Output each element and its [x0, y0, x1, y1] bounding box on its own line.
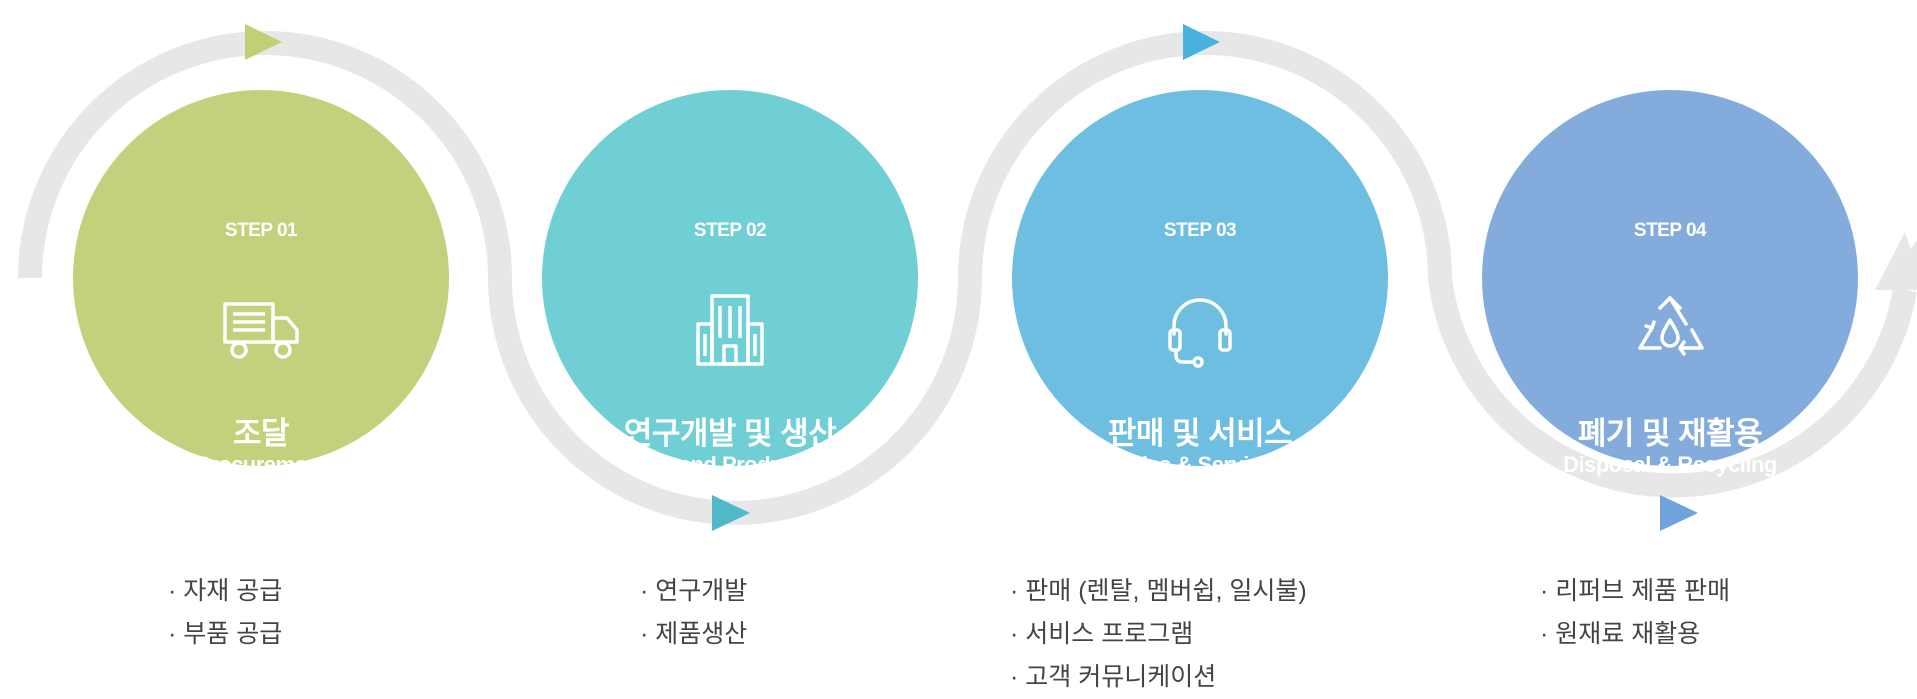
list-item: 리퍼브 제품 판매 — [1540, 570, 1730, 613]
list-item: 원재료 재활용 — [1540, 613, 1730, 656]
step-1-items: 자재 공급 부품 공급 — [168, 570, 282, 656]
step-2-circle: STEP 02 연구개발 및 생산 R&D and Production — [542, 90, 918, 477]
step-3-items: 판매 (렌탈, 멤버쉽, 일시불) 서비스 프로그램 고객 커뮤니케이션 — [1010, 570, 1307, 699]
list-item: 제품생산 — [640, 613, 747, 656]
truck-icon — [223, 302, 299, 359]
step-2-title-en: R&D and Production — [626, 452, 834, 477]
list-item: 자재 공급 — [168, 570, 282, 613]
list-item: 서비스 프로그램 — [1010, 613, 1307, 656]
flow-track-path — [18, 31, 1917, 525]
step-4-items: 리퍼브 제품 판매 원재료 재활용 — [1540, 570, 1730, 656]
list-item: 판매 (렌탈, 멤버쉽, 일시불) — [1010, 570, 1306, 613]
building-icon — [696, 294, 764, 366]
direction-arrow-3-icon — [1183, 24, 1220, 60]
step-4-title-en: Disposal & Recycling — [1563, 452, 1777, 477]
step-4-label: STEP 04 — [1633, 220, 1707, 241]
list-item: 부품 공급 — [168, 613, 282, 656]
recycle-icon — [1638, 296, 1704, 356]
step-4-circle: STEP 04 폐기 및 재활용 Disposal & Recycling — [1482, 90, 1858, 477]
list-item: 연구개발 — [640, 570, 747, 613]
end-arrow-head-icon — [1875, 232, 1917, 290]
list-item: 고객 커뮤니케이션 — [1010, 656, 1307, 699]
step-1-label: STEP 01 — [224, 220, 298, 241]
step-2-items: 연구개발 제품생산 — [640, 570, 747, 656]
step-2-label: STEP 02 — [693, 220, 767, 241]
step-1-circle: STEP 01 조달 Procurement — [73, 90, 449, 477]
step-4-title-ko: 폐기 및 재활용 — [1577, 416, 1763, 451]
step-2-title-ko: 연구개발 및 생산 — [623, 416, 837, 451]
step-3-title-en: Sales & Services — [1115, 452, 1285, 477]
direction-arrow-2-icon — [712, 495, 750, 531]
step-3-circle: STEP 03 판매 및 서비스 Sales & Services — [1012, 90, 1388, 477]
step-1-title-en: Procurement — [195, 452, 327, 477]
step-1-title-ko: 조달 — [232, 416, 290, 451]
headset-icon — [1168, 298, 1232, 368]
direction-arrow-1-icon — [245, 24, 282, 60]
step-3-label: STEP 03 — [1163, 220, 1237, 241]
step-3-title-ko: 판매 및 서비스 — [1107, 416, 1293, 451]
direction-arrow-4-icon — [1660, 495, 1698, 531]
